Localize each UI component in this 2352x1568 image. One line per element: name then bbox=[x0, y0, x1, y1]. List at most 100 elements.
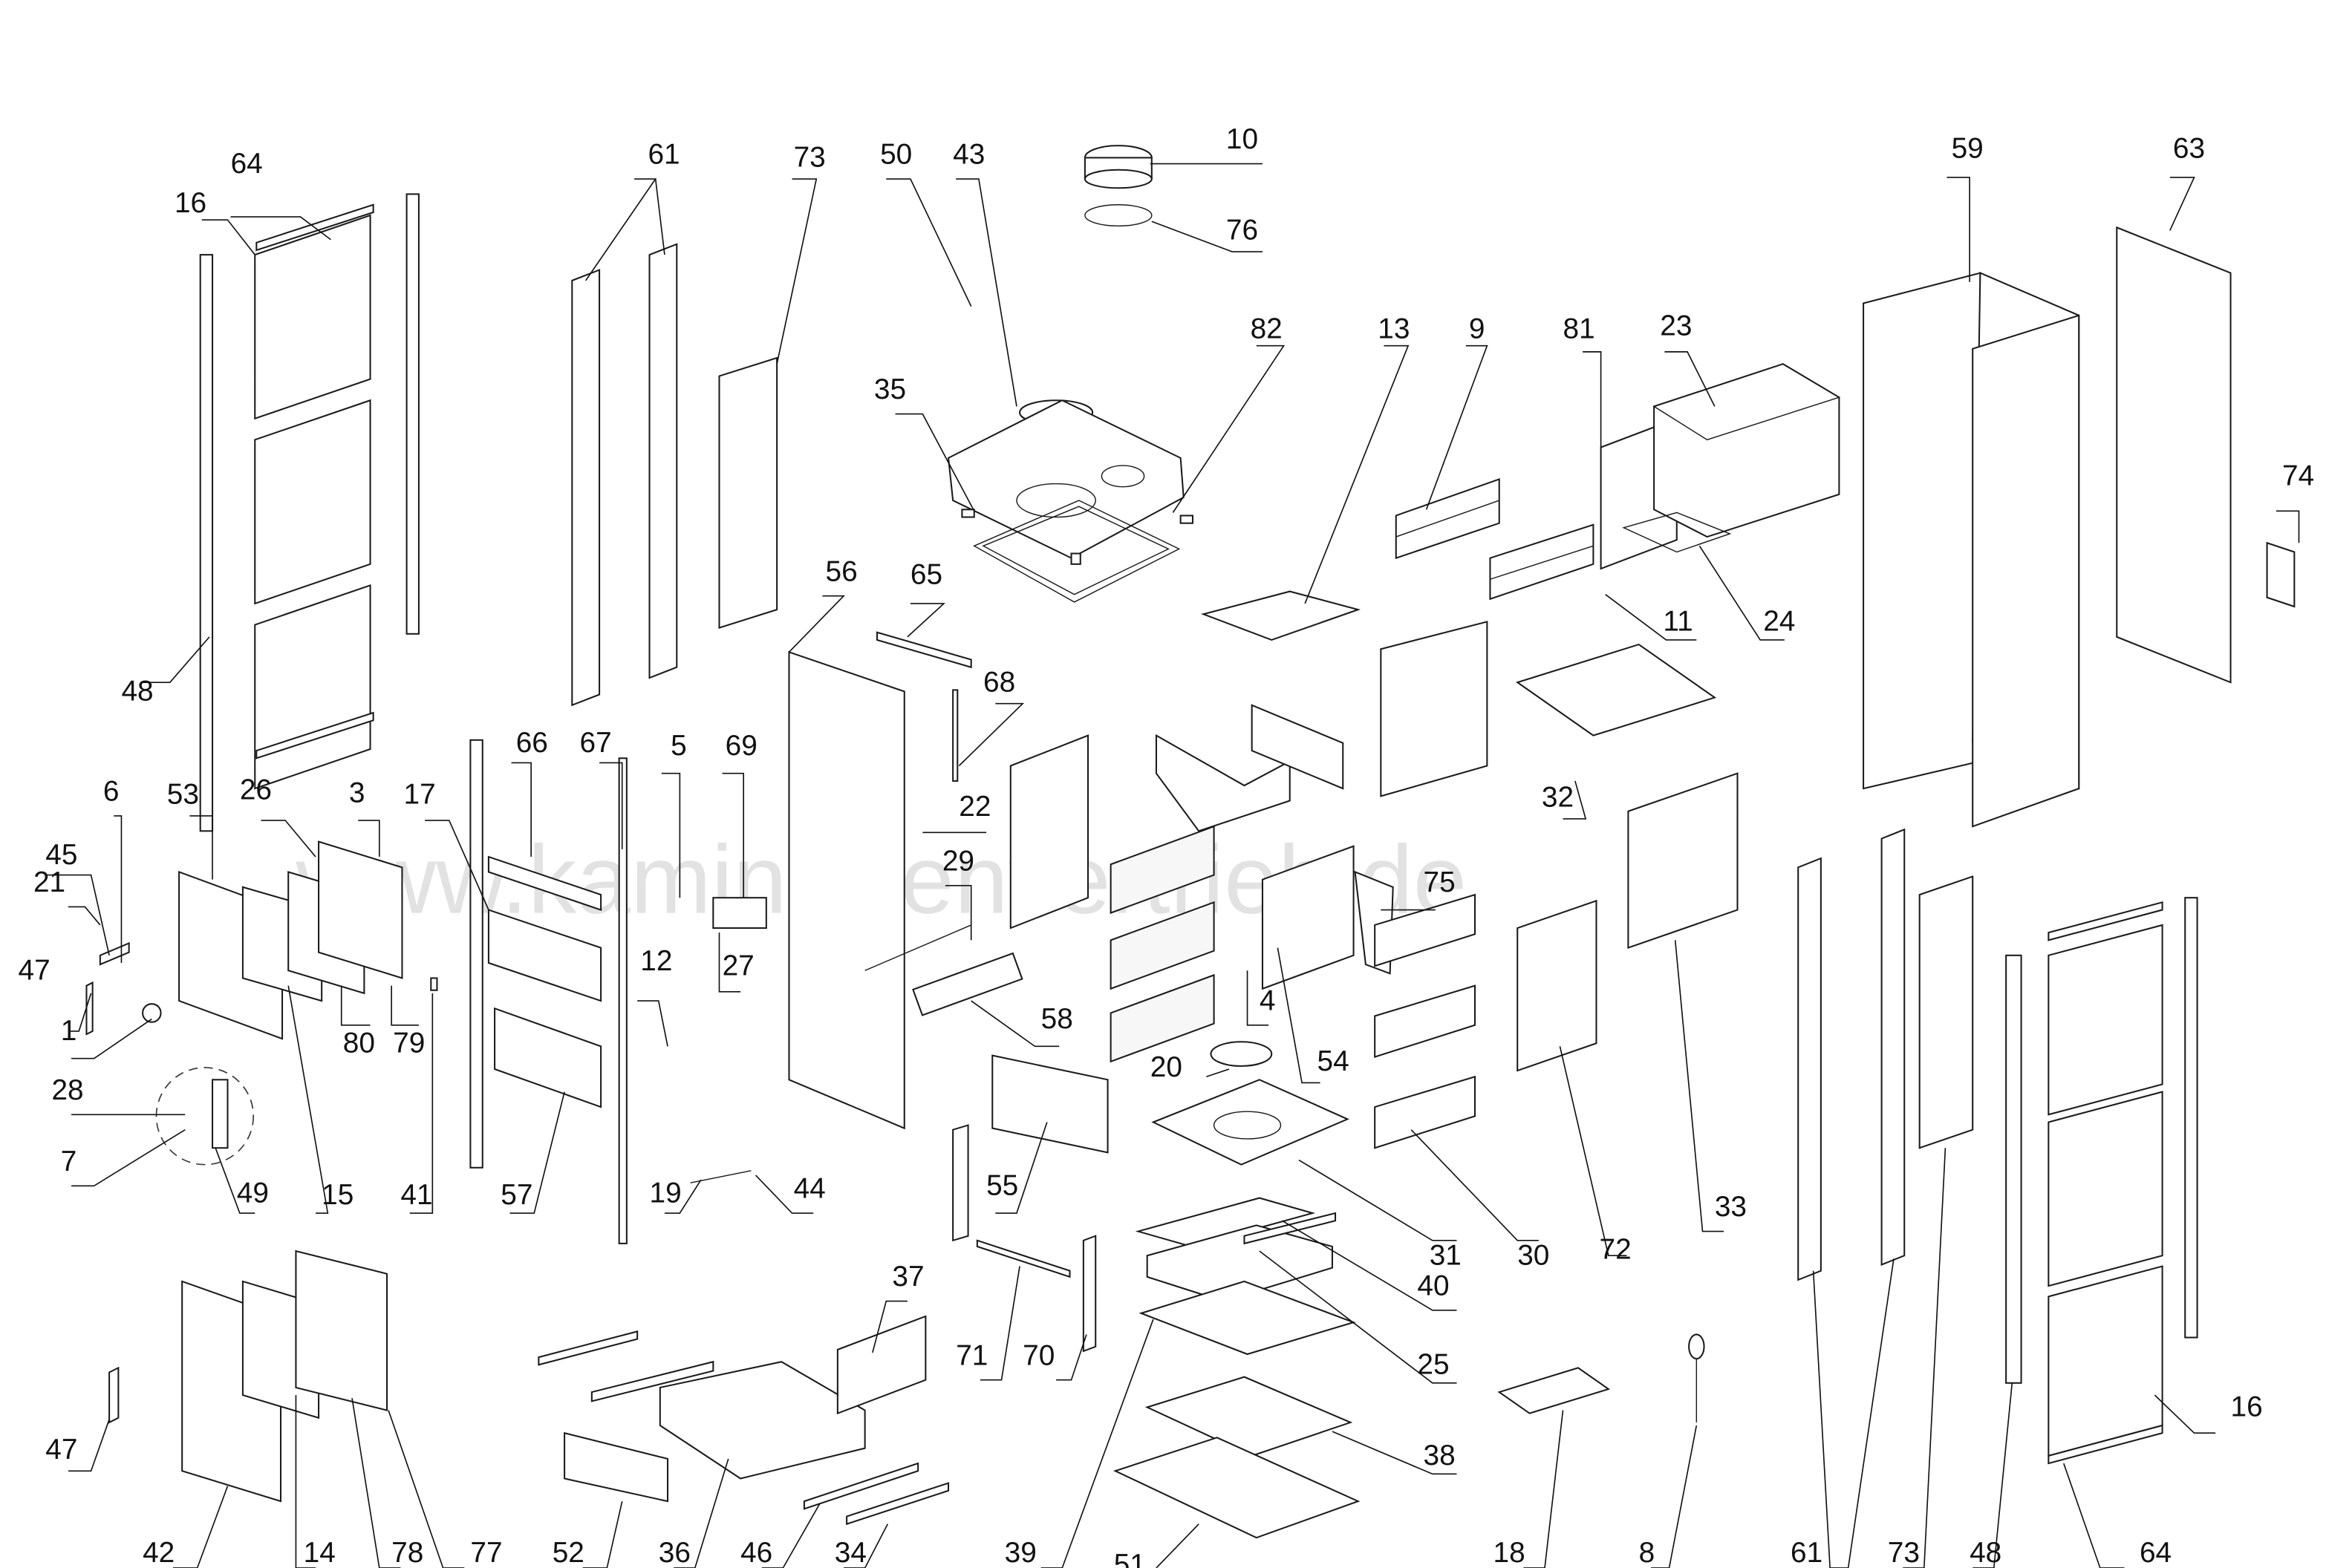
label-46: 46 bbox=[740, 1537, 772, 1568]
leader-33 bbox=[1674, 940, 1724, 1232]
side-frame-left bbox=[571, 269, 601, 707]
panel-73 bbox=[718, 356, 778, 630]
leader-73a bbox=[776, 178, 818, 365]
rack-9b-bar bbox=[1490, 545, 1594, 580]
label-51: 51 bbox=[1114, 1549, 1146, 1568]
label-53: 53 bbox=[167, 779, 199, 811]
leader-70 bbox=[1056, 1334, 1087, 1381]
leader-37 bbox=[872, 1300, 908, 1353]
label-7: 7 bbox=[61, 1146, 77, 1177]
ashpan-25 bbox=[1146, 1224, 1333, 1302]
leader-35 bbox=[895, 413, 975, 512]
rail-34 bbox=[846, 1482, 950, 1526]
grate-24 bbox=[1622, 512, 1732, 553]
strip-left bbox=[952, 1124, 969, 1242]
label-36: 36 bbox=[659, 1537, 691, 1568]
clip-35b bbox=[1179, 514, 1193, 524]
label-47-lower: 47 bbox=[45, 1434, 77, 1466]
trim-17 bbox=[469, 739, 483, 1169]
back-panel-63 bbox=[2116, 226, 2232, 684]
louvre-1 bbox=[1110, 825, 1215, 915]
label-10: 10 bbox=[1226, 123, 1258, 155]
label-21: 21 bbox=[33, 866, 65, 898]
detail-circle bbox=[155, 1067, 255, 1166]
label-39: 39 bbox=[1005, 1537, 1037, 1568]
side-frame-right bbox=[648, 243, 678, 679]
label-23: 23 bbox=[1660, 310, 1692, 342]
label-34: 34 bbox=[835, 1537, 867, 1568]
leader-24 bbox=[1698, 545, 1785, 641]
label-56: 56 bbox=[826, 555, 858, 587]
leader-77 bbox=[388, 1410, 465, 1568]
rail-71 bbox=[976, 1239, 1071, 1278]
firebox-23 bbox=[1600, 363, 1841, 570]
leader-43 bbox=[956, 178, 1017, 407]
panel-72 bbox=[1517, 899, 1597, 1072]
leader-47a bbox=[68, 993, 92, 1032]
leader-29 bbox=[945, 885, 972, 941]
frame-upper-17 bbox=[487, 909, 602, 1002]
rail-top bbox=[538, 1330, 639, 1366]
tile-16b-middle bbox=[2048, 1091, 2163, 1287]
label-30: 30 bbox=[1517, 1239, 1549, 1271]
leader-48a bbox=[141, 636, 210, 683]
label-5: 5 bbox=[671, 730, 687, 762]
label-plate-74 bbox=[2266, 541, 2296, 608]
leader-16a bbox=[201, 219, 255, 255]
leader-67 bbox=[599, 762, 623, 849]
label-75: 75 bbox=[1424, 866, 1456, 898]
grate-20 bbox=[1210, 1041, 1273, 1067]
label-25: 25 bbox=[1417, 1349, 1449, 1381]
top-plate-hole-large bbox=[1016, 483, 1096, 518]
leader-61a-l bbox=[585, 178, 657, 281]
frame-lower-57 bbox=[494, 1007, 602, 1108]
rod-19 bbox=[690, 1170, 752, 1183]
side-frames-61 bbox=[571, 243, 678, 707]
firebox-top bbox=[1652, 363, 1841, 441]
leader-59 bbox=[1947, 177, 1970, 282]
leader-42 bbox=[172, 1486, 229, 1568]
label-55: 55 bbox=[986, 1170, 1018, 1202]
panel-upper-mid bbox=[1380, 621, 1488, 797]
leader-11 bbox=[1605, 594, 1697, 641]
label-74: 74 bbox=[2282, 460, 2314, 492]
label-61-lower: 61 bbox=[1791, 1537, 1822, 1568]
seal-frame-82 bbox=[973, 500, 1181, 603]
leader-18 bbox=[1523, 1410, 1564, 1568]
label-77: 77 bbox=[470, 1537, 502, 1568]
cover-66 bbox=[487, 855, 602, 911]
label-38: 38 bbox=[1424, 1440, 1456, 1471]
rail-mid bbox=[590, 1360, 714, 1402]
label-12: 12 bbox=[640, 945, 672, 977]
plate-38 bbox=[1144, 1376, 1353, 1457]
channel-62 bbox=[1251, 704, 1344, 790]
label-82: 82 bbox=[1251, 313, 1283, 344]
leader-1 bbox=[71, 1018, 152, 1059]
leader-82 bbox=[1172, 344, 1286, 513]
leader-64b bbox=[2063, 1463, 2125, 1568]
bracket-58 bbox=[912, 952, 1023, 1016]
inner-plate-3 bbox=[318, 840, 403, 979]
label-49: 49 bbox=[237, 1177, 269, 1209]
bracket-65 bbox=[876, 631, 972, 669]
leader-12 bbox=[637, 1000, 668, 1047]
label-57: 57 bbox=[501, 1179, 532, 1211]
back-plate-54 bbox=[1261, 845, 1355, 990]
gasket-ring-76 bbox=[1084, 204, 1153, 227]
rack-9b-frame bbox=[1489, 523, 1594, 601]
leader-69 bbox=[722, 772, 744, 898]
leader-40 bbox=[1282, 1220, 1457, 1311]
leader-54 bbox=[1277, 947, 1320, 1084]
label-48: 48 bbox=[121, 676, 153, 708]
pin-41 bbox=[430, 977, 438, 991]
leader-80 bbox=[340, 985, 371, 1026]
bottom-trim-strip bbox=[255, 711, 374, 760]
leader-13 bbox=[1304, 344, 1410, 604]
plate-77 bbox=[295, 1250, 388, 1411]
strip-68 bbox=[952, 689, 959, 782]
tool-8-spring bbox=[1688, 1333, 1705, 1360]
label-20: 20 bbox=[1150, 1051, 1182, 1083]
louvre-2 bbox=[1110, 901, 1215, 990]
label-14: 14 bbox=[304, 1537, 336, 1568]
label-42: 42 bbox=[143, 1537, 175, 1568]
